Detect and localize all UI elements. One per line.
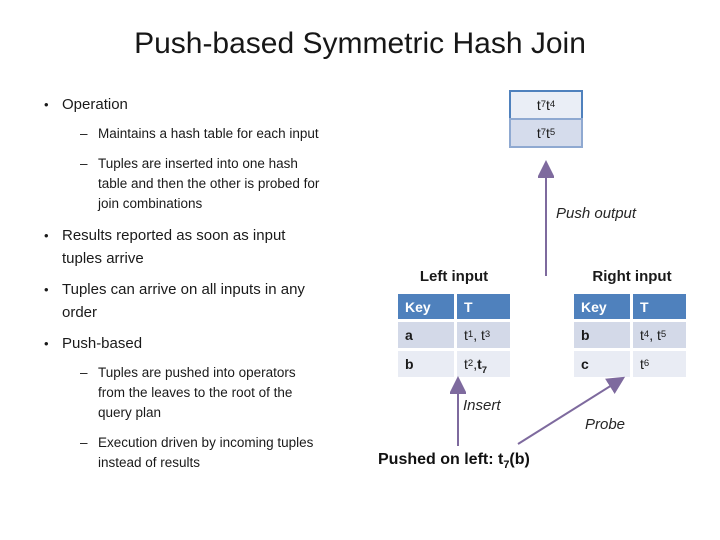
insert-arrow-icon [450,376,466,446]
bullet-text: Tuples are inserted into one hash table … [98,156,320,211]
dash-icon: – [80,435,88,450]
list-item: – Tuples are inserted into one hash tabl… [80,154,362,214]
list-item: • Tuples can arrive on all inputs in any… [40,278,362,324]
table-cell-key: c [574,351,630,377]
probe-arrow-icon [517,376,626,445]
list-item: – Execution driven by incoming tuples in… [80,433,362,473]
insert-label: Insert [463,397,501,414]
list-item: • Operation [40,93,362,116]
table-cell-key: b [398,351,454,377]
right-input-title: Right input [592,268,672,285]
bullet-text: Operation [62,96,128,113]
bullet-icon: • [44,336,49,351]
pushed-note: Pushed on left: t7(b) [378,451,530,472]
bullet-icon: • [44,97,49,112]
list-item: – Tuples are pushed into operators from … [80,363,362,423]
list-item: • Push-based [40,332,362,355]
bullet-text: Maintains a hash table for each input [98,126,319,141]
table-cell-key: a [398,322,454,348]
column-header: T [457,294,510,319]
bullet-text: Results reported as soon as input tuples… [62,227,286,267]
list-item: – Maintains a hash table for each input [80,124,362,144]
slide-title: Push-based Symmetric Hash Join [134,27,586,60]
bullet-list: • Operation – Maintains a hash table for… [40,93,362,483]
dash-icon: – [80,156,88,171]
probe-label: Probe [585,416,626,433]
dash-icon: – [80,126,88,141]
bullet-text: Execution driven by incoming tuples inst… [98,435,314,470]
column-header: Key [398,294,454,319]
push-output-label: Push output [556,205,637,222]
column-header: Key [574,294,630,319]
left-input-title: Left input [419,268,489,285]
column-header: T [633,294,686,319]
dash-icon: – [80,365,88,380]
bullet-icon: • [44,282,49,297]
bullet-text: Tuples are pushed into operators from th… [98,365,296,420]
bullet-icon: • [44,228,49,243]
table-cell-key: b [574,322,630,348]
list-item: • Results reported as soon as input tupl… [40,224,362,270]
bullet-text: Tuples can arrive on all inputs in any o… [62,281,305,321]
bullet-text: Push-based [62,335,143,352]
push-output-arrow-icon [538,160,554,276]
